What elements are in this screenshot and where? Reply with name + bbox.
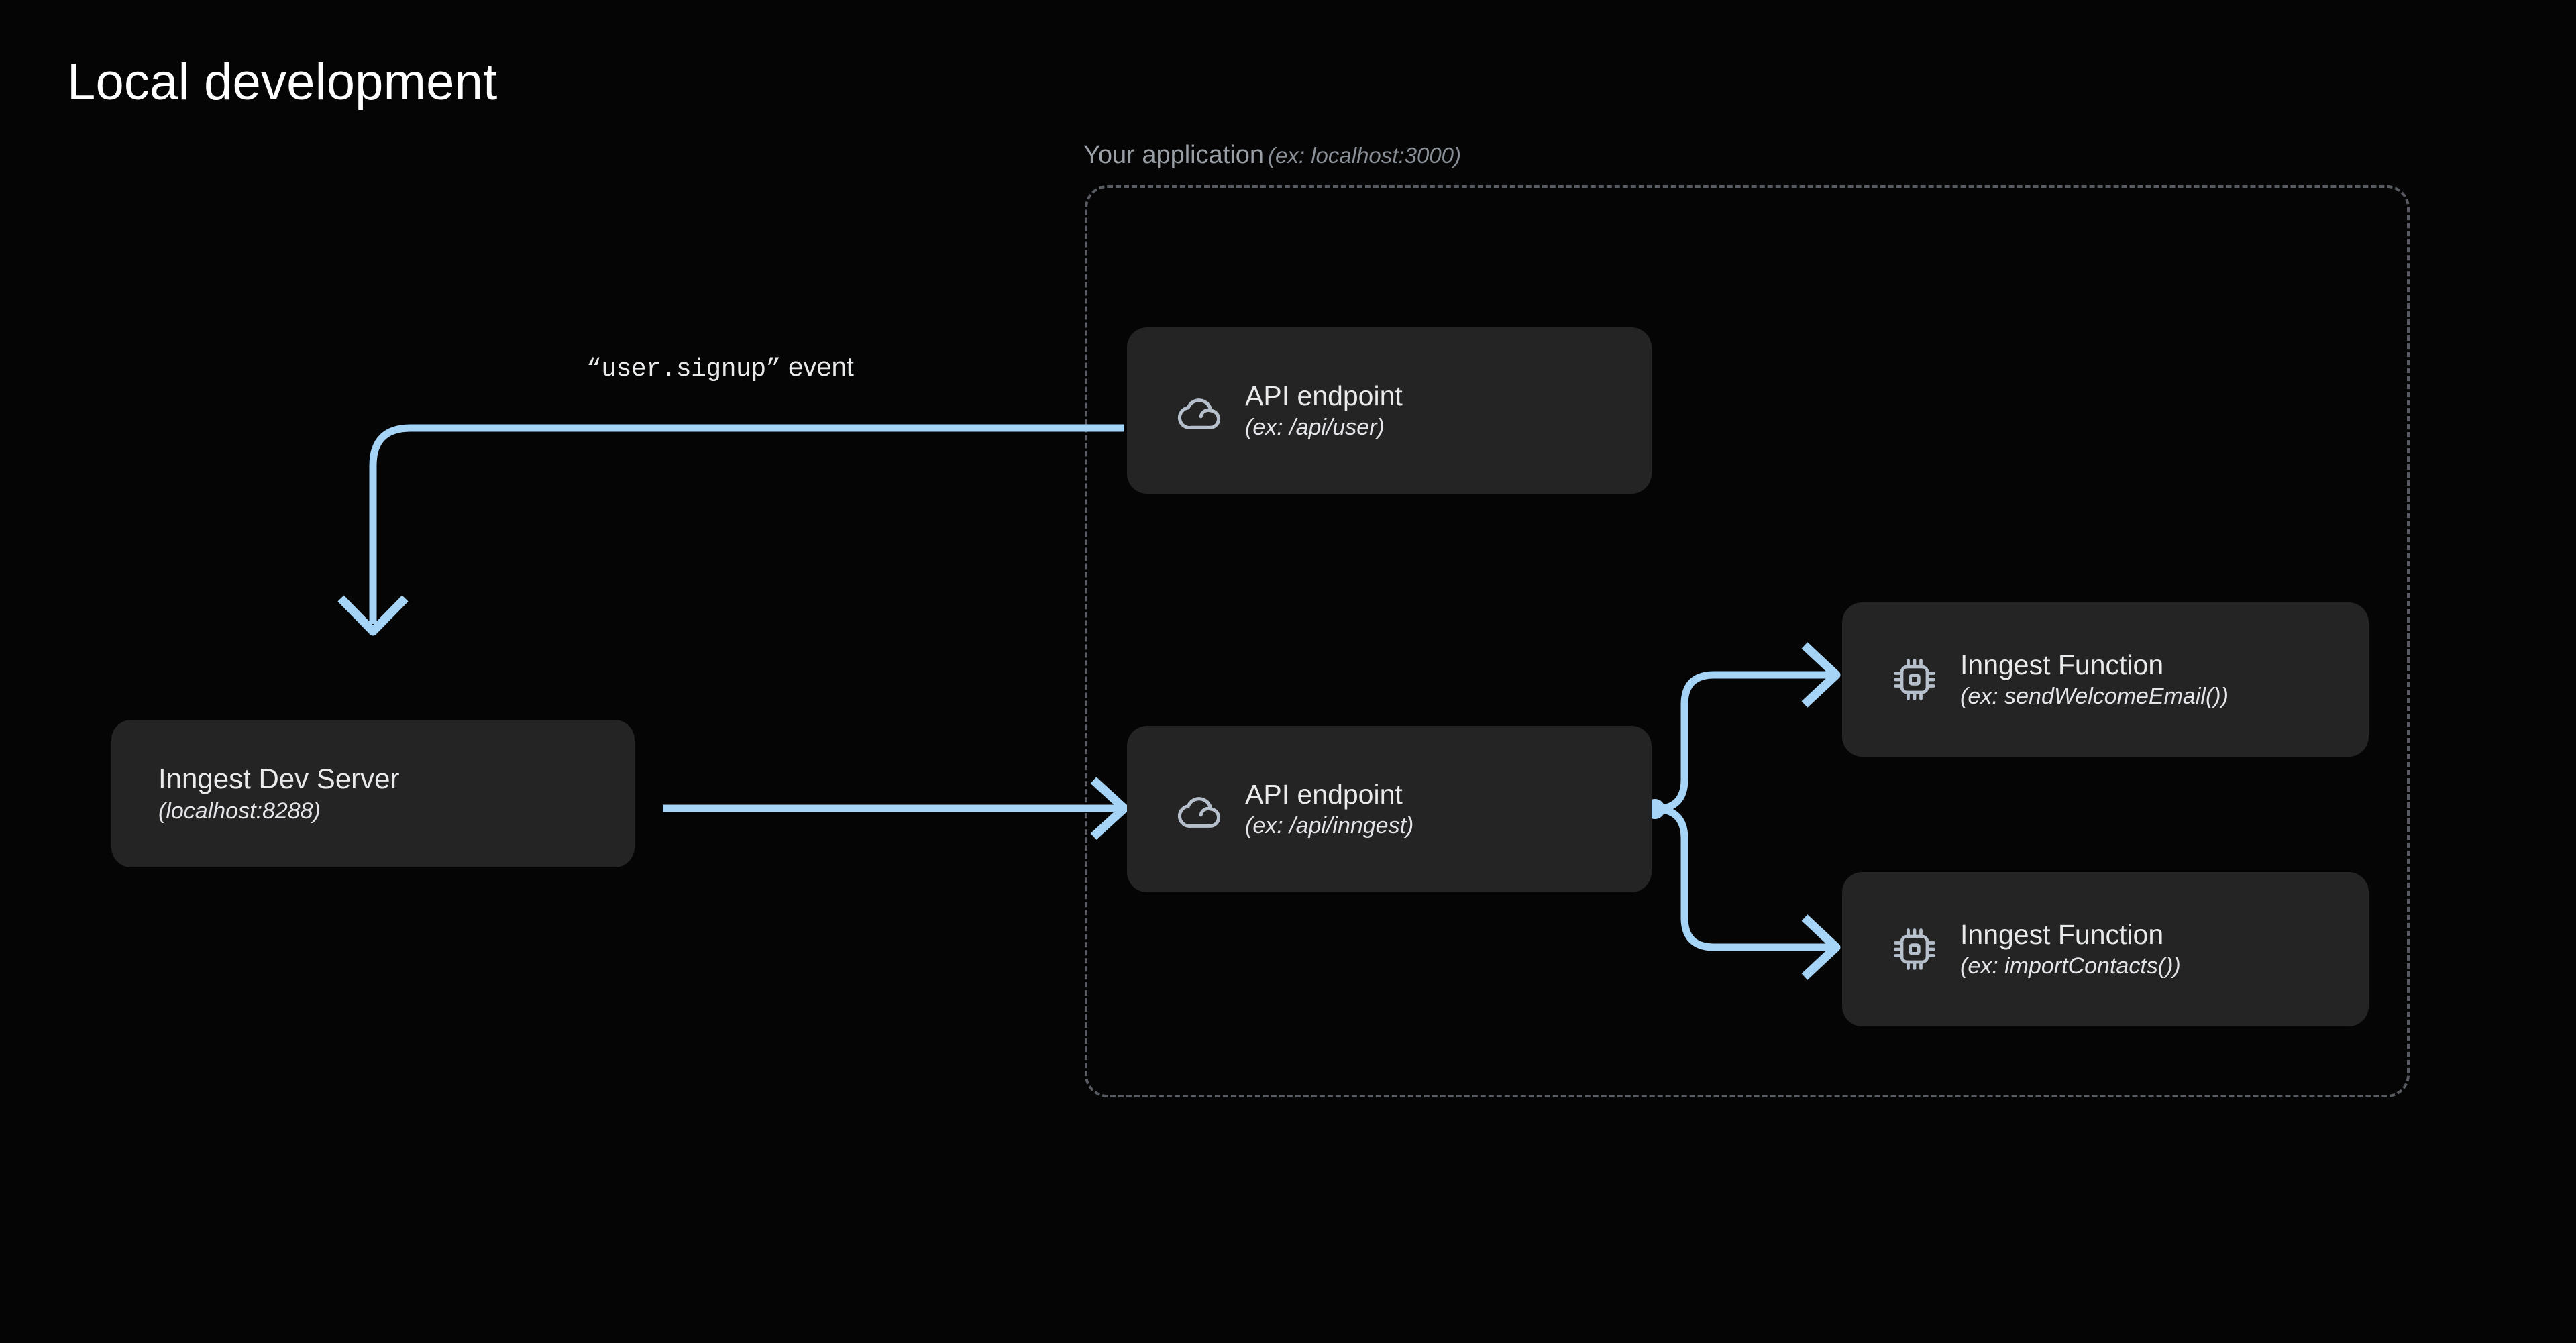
page-title: Local development <box>67 54 498 111</box>
cloud-icon <box>1177 398 1221 429</box>
node-inngest-function-import-contacts-subtitle: (ex: importContacts()) <box>1960 953 2181 979</box>
chip-icon <box>1894 659 1935 700</box>
node-inngest-function-send-welcome-email[interactable]: Inngest Function (ex: sendWelcomeEmail()… <box>1842 602 2369 757</box>
node-inngest-function-import-contacts-text: Inngest Function (ex: importContacts()) <box>1960 918 2181 981</box>
node-inngest-function-send-welcome-email-title: Inngest Function <box>1960 649 2164 680</box>
node-inngest-function-import-contacts-title: Inngest Function <box>1960 918 2164 950</box>
node-api-endpoint-user-subtitle: (ex: /api/user) <box>1245 414 1385 440</box>
connector-api-user-to-dev-server <box>369 424 1124 624</box>
application-boundary-label-main: Your application <box>1083 141 1265 169</box>
node-inngest-dev-server-subtitle: (localhost:8288) <box>158 798 321 824</box>
node-api-endpoint-user[interactable]: API endpoint (ex: /api/user) <box>1127 327 1652 494</box>
application-boundary-label: Your application(ex: localhost:3000) <box>1083 141 1461 170</box>
node-api-endpoint-inngest-subtitle: (ex: /api/inngest) <box>1245 812 1414 839</box>
node-inngest-function-import-contacts[interactable]: Inngest Function (ex: importContacts()) <box>1842 872 2369 1026</box>
node-inngest-dev-server-text: Inngest Dev Server (localhost:8288) <box>158 762 400 825</box>
event-label: “user.signup” event <box>586 352 854 384</box>
node-inngest-dev-server[interactable]: Inngest Dev Server (localhost:8288) <box>111 720 635 867</box>
arrowhead-down-to-dev-server <box>337 595 409 636</box>
node-api-endpoint-user-text: API endpoint (ex: /api/user) <box>1245 380 1403 442</box>
node-inngest-function-send-welcome-email-text: Inngest Function (ex: sendWelcomeEmail()… <box>1960 649 2229 711</box>
chip-icon <box>1894 928 1935 970</box>
node-api-endpoint-inngest[interactable]: API endpoint (ex: /api/inngest) <box>1127 726 1652 892</box>
node-inngest-dev-server-title: Inngest Dev Server <box>158 762 400 794</box>
event-name-text: “user.signup” <box>586 355 781 384</box>
event-label-suffix: event <box>780 352 854 382</box>
cloud-icon <box>1177 797 1221 828</box>
application-boundary-label-example: (ex: localhost:3000) <box>1268 143 1462 168</box>
node-api-endpoint-inngest-text: API endpoint (ex: /api/inngest) <box>1245 778 1413 841</box>
node-api-endpoint-inngest-title: API endpoint <box>1245 778 1403 810</box>
node-api-endpoint-user-title: API endpoint <box>1245 380 1403 411</box>
node-inngest-function-send-welcome-email-subtitle: (ex: sendWelcomeEmail()) <box>1960 683 2229 709</box>
application-boundary-box <box>1085 185 2410 1097</box>
